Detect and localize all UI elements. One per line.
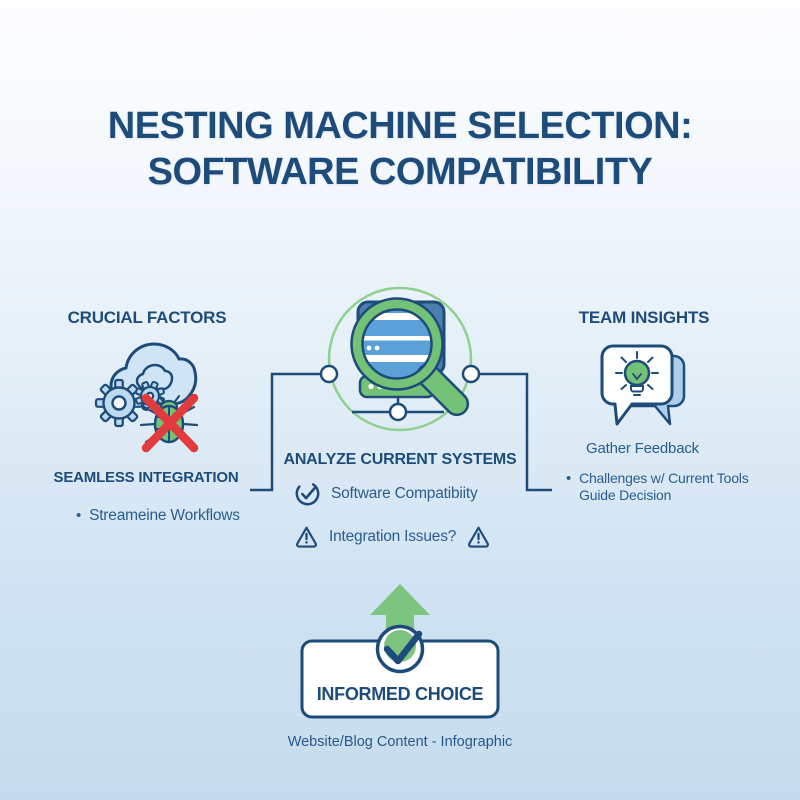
magnifier-server-network-icon [319, 286, 481, 432]
footer-caption: Website/Blog Content - Infographic [287, 734, 513, 750]
center-section-header: ANALYZE CURRENT SYSTEMS [283, 451, 517, 468]
informed-choice-group [300, 584, 500, 719]
connector-lines [250, 372, 552, 492]
right-item-label: Challenges w/ Current Tools Guide Decisi… [579, 470, 749, 503]
right-section-bullet-item: • Challenges w/ Current Tools Guide Deci… [566, 470, 771, 504]
informed-choice-label: INFORMED CHOICE [316, 684, 484, 704]
page-title: NESTING MACHINE SELECTION: SOFTWARE COMP… [0, 103, 800, 195]
gather-feedback-label: Gather Feedback [586, 440, 699, 457]
lightbulb-icon [615, 351, 659, 396]
left-section-subheader: SEAMLESS INTEGRATION [53, 469, 239, 486]
software-compatibility-row: Software Compatibiity [294, 480, 478, 507]
check-circle-icon [295, 481, 320, 506]
bullet-marker: • [76, 507, 82, 524]
speech-bubbles-lightbulb-icon [600, 344, 686, 426]
warning-item-label: Integration Issues? [329, 527, 457, 545]
left-item-label: Streameine Workflows [89, 507, 240, 524]
check-circle-badge-icon [375, 624, 425, 674]
up-arrow-icon [370, 584, 430, 650]
title-line-2: SOFTWARE COMPATIBILITY [147, 151, 653, 193]
title-line-1: NESTING MACHINE SELECTION: [107, 105, 693, 147]
right-section-header: TEAM INSIGHTS [578, 308, 710, 327]
warning-triangle-icon [468, 526, 490, 548]
bullet-marker: • [566, 470, 572, 487]
integration-issues-row: Integration Issues? [294, 524, 491, 549]
left-section-bullet-item: • Streameine Workflows [76, 507, 286, 525]
cloud-gears-bug-with-red-x-icon [94, 342, 199, 453]
red-x-mark [141, 393, 199, 453]
left-section-header: CRUCIAL FACTORS [67, 308, 227, 327]
warning-triangle-icon [296, 526, 317, 548]
gear-icon [94, 378, 144, 428]
check-item-label: Software Compatibiity [331, 484, 478, 502]
